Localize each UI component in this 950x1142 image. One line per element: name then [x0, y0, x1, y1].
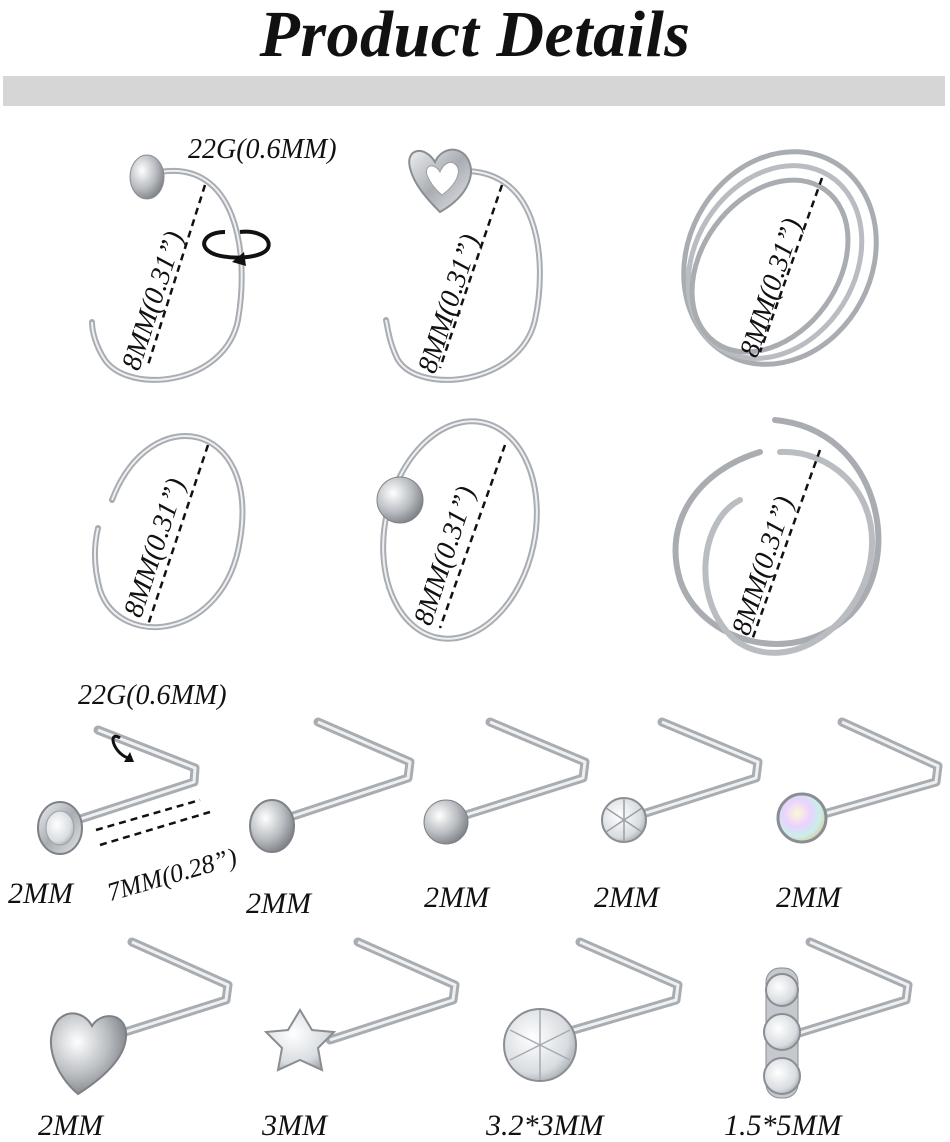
- stud-size-label: 2MM: [8, 877, 73, 910]
- heart-stud-drawing: [49, 937, 233, 1096]
- page-title: Product Details: [259, 0, 691, 71]
- hoop-gauge-label: 22G(0.6MM): [188, 134, 337, 165]
- opal-stud-drawing: [776, 717, 943, 844]
- stud-gauge-label: 22G(0.6MM): [78, 680, 227, 711]
- header-band: [3, 76, 945, 106]
- double-spiral-hoop-drawing: [672, 417, 882, 656]
- stud-size-label: 2MM: [246, 887, 311, 920]
- triple-spiral-hoop-drawing: [681, 149, 879, 367]
- ball-hoop-drawing: [376, 418, 540, 642]
- flat-end-hoop-drawing: [89, 154, 271, 383]
- heart-end-hoop-drawing: [383, 148, 543, 383]
- bezel-crystal-stud-drawing: [37, 725, 211, 855]
- stud-size-label: 3MM: [262, 1109, 327, 1142]
- flower-crystal-stud-drawing: [503, 937, 683, 1082]
- stud-size-label: 3.2*3MM: [486, 1109, 604, 1142]
- ball-stud-drawing: [423, 717, 590, 845]
- triple-crystal-stud-drawing: [763, 937, 913, 1099]
- stud-size-label: 2MM: [424, 881, 489, 914]
- stud-size-label: 2MM: [594, 881, 659, 914]
- stud-size-label: 2MM: [776, 881, 841, 914]
- stud-size-label: 1.5*5MM: [724, 1109, 842, 1142]
- stud-size-label: 2MM: [38, 1109, 103, 1142]
- flat-disc-stud-drawing: [249, 717, 415, 853]
- prong-crystal-stud-drawing: [601, 717, 763, 843]
- open-hoop-drawing: [91, 433, 246, 631]
- star-crystal-stud-drawing: [263, 937, 460, 1072]
